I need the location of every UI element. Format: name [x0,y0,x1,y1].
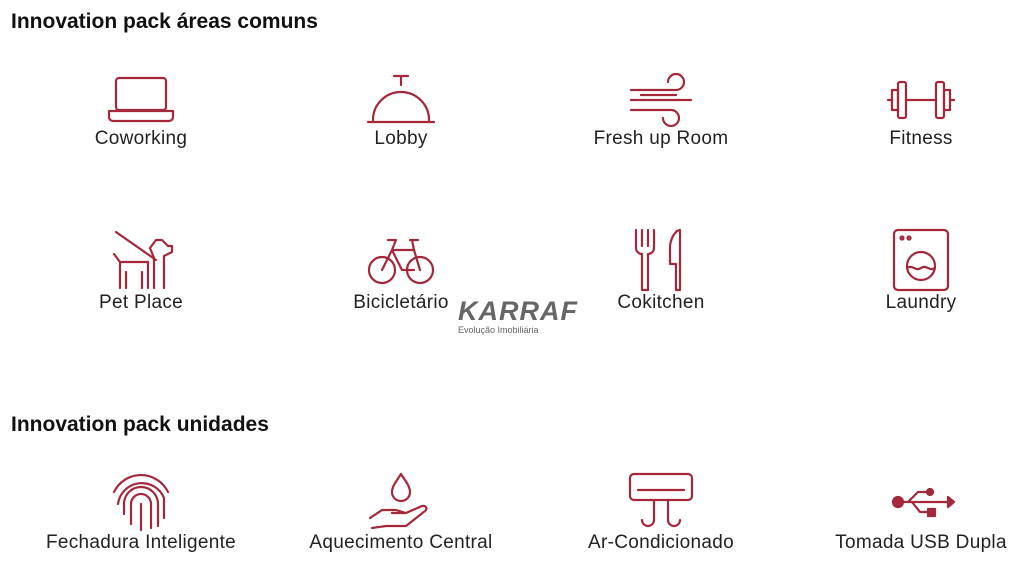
amenity-laundry: Laundry [801,228,1024,314]
laptop-icon [107,76,175,123]
amenity-label: Pet Place [98,292,184,313]
amenity-label: Fechadura Inteligente [45,532,237,553]
amenity-label: Aquecimento Central [309,532,493,553]
amenity-label: Lobby [374,128,428,149]
amenity-ar-condicionado: Ar-Condicionado [541,470,781,554]
amenity-bicicletario: Bicicletário [281,228,521,314]
watermark-tagline: Evolução Imobiliária [458,325,539,335]
usb-icon [891,487,956,518]
watermark: KARRAF Evolução Imobiliária [458,296,578,335]
amenity-label: Coworking [94,128,188,149]
amenity-fechadura: Fechadura Inteligente [21,470,261,554]
amenity-lobby: Lobby [281,72,521,150]
amenity-label: Ar-Condicionado [587,532,735,553]
section-title-common-areas: Innovation pack áreas comuns [11,10,318,33]
fork-knife-icon [634,228,682,292]
dog-icon [112,230,174,290]
air-conditioner-icon [628,472,694,528]
amenity-aquecimento: Aquecimento Central [281,470,521,554]
amenity-usb: Tomada USB Dupla [801,470,1024,554]
water-drop-hand-icon [368,472,428,530]
wind-icon [629,72,693,128]
fingerprint-icon [112,474,170,532]
dumbbell-icon [886,80,956,120]
amenity-coworking: Coworking [21,72,261,150]
watermark-brand: KARRAF [458,296,578,326]
service-bell-icon [366,74,436,124]
amenity-label: Cokitchen [617,292,705,313]
amenity-label: Fitness [889,128,953,149]
amenity-label: Bicicletário [353,292,449,313]
amenity-cokitchen: Cokitchen [541,228,781,314]
section-title-units: Innovation pack unidades [11,413,269,436]
amenity-fitness: Fitness [801,72,1024,150]
amenity-label: Fresh up Room [593,128,729,149]
amenity-label: Tomada USB Dupla [835,532,1007,553]
amenity-pet-place: Pet Place [21,228,261,314]
amenity-label: Laundry [885,292,957,313]
washing-machine-icon [892,228,950,292]
bicycle-icon [367,238,435,285]
amenity-fresh-up-room: Fresh up Room [541,72,781,150]
